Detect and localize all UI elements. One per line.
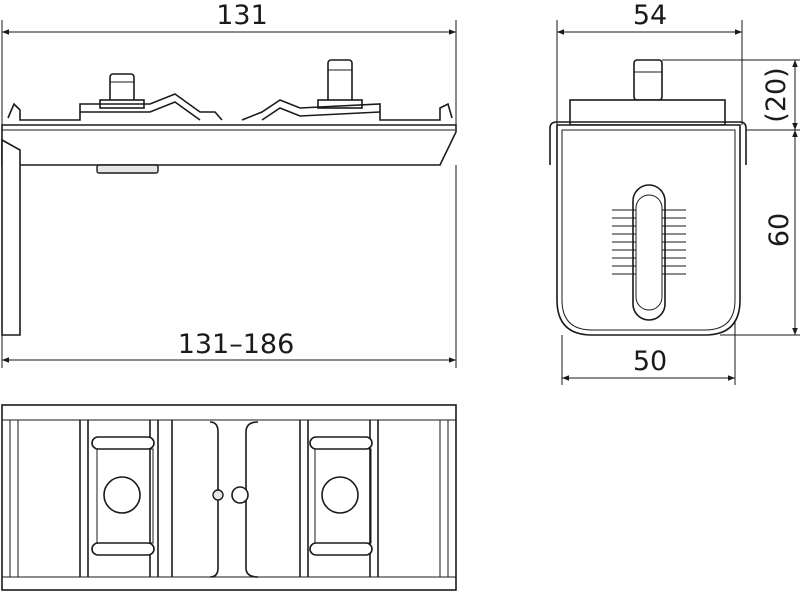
- bolt-hole-left: [103, 476, 141, 514]
- nut-block: [96, 164, 159, 174]
- stud-right: [327, 59, 353, 105]
- dimension-label-20: (20): [761, 67, 792, 122]
- dimension-label-131-186: 131–186: [178, 329, 295, 360]
- bracket-leg: [1, 138, 21, 336]
- side-stud: [633, 59, 663, 101]
- top-cap: [569, 99, 726, 126]
- bolt-hole-right: [321, 476, 359, 514]
- dimension-label-131: 131: [216, 0, 268, 31]
- dimension-label-50: 50: [633, 346, 667, 377]
- base-plate: [1, 124, 457, 166]
- dimension-label-60: 60: [764, 213, 795, 247]
- dimension-label-54: 54: [633, 0, 667, 31]
- top-view: [1, 404, 457, 591]
- side-view: 54 (20) 60 50: [549, 0, 800, 385]
- front-view: 131 131–186: [1, 0, 457, 368]
- top-outline: [1, 404, 457, 591]
